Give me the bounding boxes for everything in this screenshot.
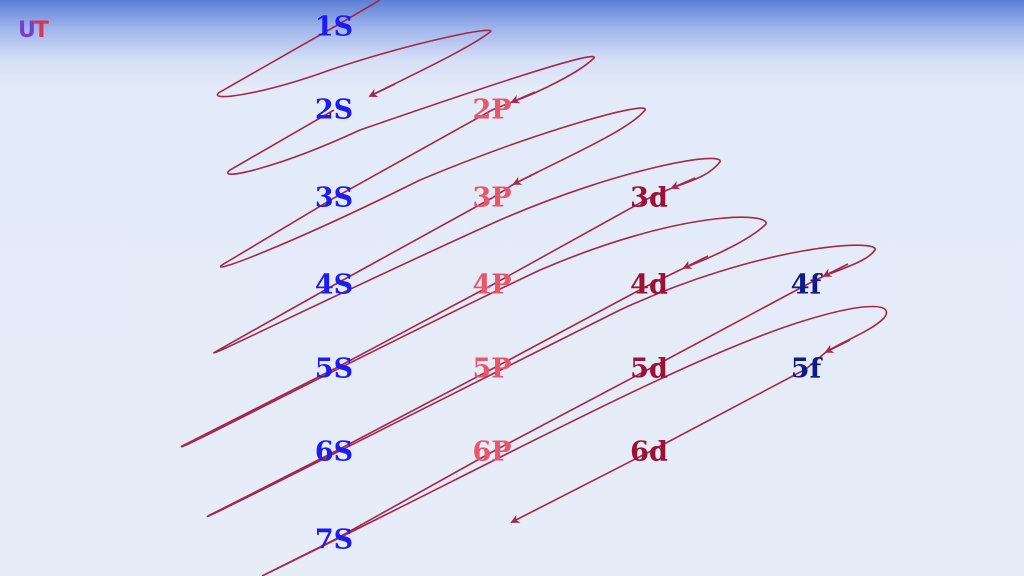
arrowhead-1 <box>368 83 396 97</box>
logo: UT <box>18 18 49 43</box>
orbital-4d: 4d <box>630 269 668 301</box>
orbital-2s: 2S <box>314 94 354 126</box>
orbital-5f: 5f <box>790 353 822 385</box>
arrowhead-4 <box>670 177 696 190</box>
orbital-4s: 4S <box>314 269 354 301</box>
orbital-2p: 2P <box>472 94 512 126</box>
orbital-3s: 3S <box>314 182 354 214</box>
arrowhead-7 <box>824 339 851 353</box>
orbital-4p: 4P <box>472 269 512 301</box>
orbital-5p: 5P <box>472 353 512 385</box>
orbital-5s: 5S <box>314 353 354 385</box>
orbital-6s: 6S <box>314 436 354 468</box>
orbital-3p: 3P <box>472 182 512 214</box>
orbital-5d: 5d <box>630 353 668 385</box>
orbital-3d: 3d <box>630 182 668 214</box>
logo-letter-u: U <box>18 18 36 43</box>
arrowhead-5 <box>682 255 709 269</box>
arrowhead-6 <box>822 263 849 277</box>
logo-letter-t: T <box>33 18 49 43</box>
arrowhead-2 <box>510 91 536 104</box>
orbital-1s: 1S <box>314 11 354 43</box>
filling-order-arrow <box>180 0 888 576</box>
orbital-6p: 6P <box>472 436 512 468</box>
orbital-6d: 6d <box>630 436 668 468</box>
orbital-7s: 7S <box>314 524 354 556</box>
arrowhead-3 <box>512 171 539 185</box>
orbital-4f: 4f <box>790 269 822 301</box>
